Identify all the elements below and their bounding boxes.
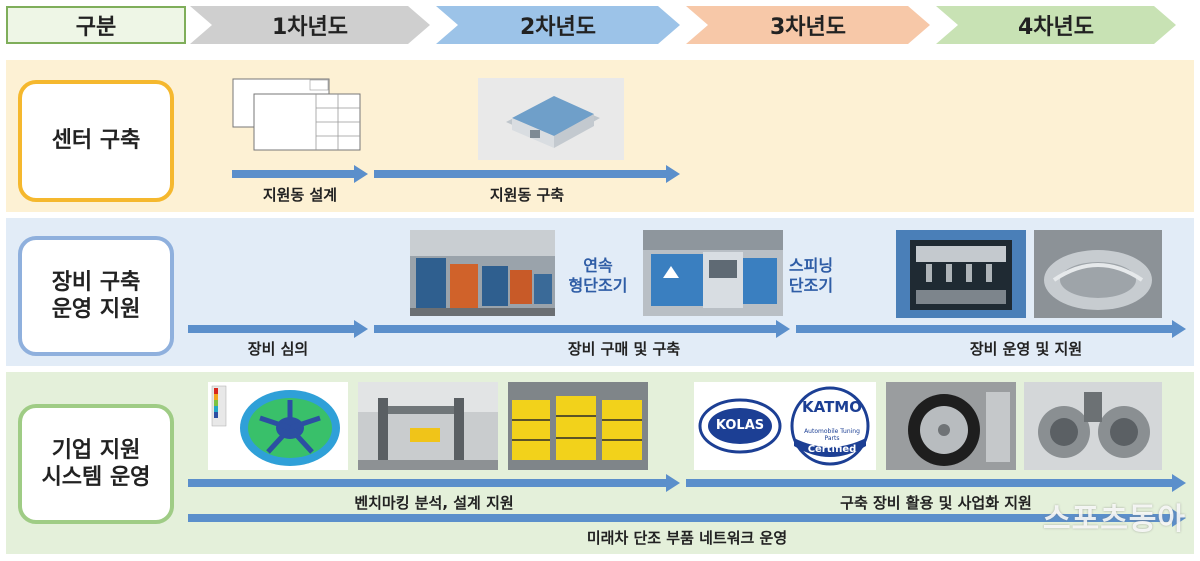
label-commercialization: 구축 장비 활용 및 사업화 지원 [840, 494, 1032, 512]
wheel-analysis-image [208, 382, 348, 470]
arrow-operation [796, 320, 1186, 338]
year-3-chevron: 3차년도 [686, 6, 930, 44]
year-1-chevron: 1차년도 [190, 6, 430, 44]
mold-image [1034, 230, 1162, 318]
label-spinning-forging: 스피닝 단조기 [788, 256, 834, 295]
watermark-text: 스포츠동아 [1043, 502, 1186, 537]
kolas-logo-text: KOLAS [715, 418, 765, 433]
label-design: 지원동 설계 [262, 186, 338, 204]
year-4-chevron: 4차년도 [936, 6, 1176, 44]
label-purchase: 장비 구매 및 구축 [567, 340, 681, 358]
certification-logos [694, 382, 876, 470]
test-rig-image [358, 382, 498, 470]
label-network: 미래차 단조 부품 네트워크 운영 [586, 529, 788, 547]
brake-test-image [1024, 382, 1162, 470]
press-image [896, 230, 1026, 318]
forging-line-image [410, 230, 555, 316]
label-review: 장비 심의 [247, 340, 309, 358]
tire-test-image [886, 382, 1016, 470]
test-cages-image [508, 382, 648, 470]
category-equipment: 장비 구축 운영 지원 [18, 236, 174, 356]
category-support: 기업 지원 시스템 운영 [18, 404, 174, 524]
arrow-commercialization [686, 474, 1186, 492]
arrow-construction [374, 165, 680, 183]
arrow-benchmark [188, 474, 680, 492]
arrow-review [188, 320, 368, 338]
label-benchmark: 벤치마킹 분석, 설계 지원 [354, 494, 514, 512]
arrow-design [232, 165, 368, 183]
category-center: 센터 구축 [18, 80, 174, 202]
arrow-network [188, 509, 1186, 527]
continuous-forging-machine-image [643, 230, 783, 316]
katmo-cert-text: Certified [807, 444, 857, 455]
floor-plan-image [232, 78, 362, 152]
label-operation: 장비 운영 및 지원 [969, 340, 1083, 358]
katmo-logo-text: KATMO [802, 398, 862, 416]
label-continuous-forging: 연속 형단조기 [568, 256, 628, 295]
katmo-sub-text: Automobile Tuning Parts [804, 428, 860, 442]
header-label: 구분 [6, 6, 186, 44]
label-construction: 지원동 구축 [489, 186, 565, 204]
year-2-chevron: 2차년도 [436, 6, 680, 44]
building-image [478, 78, 624, 160]
arrow-purchase [374, 320, 790, 338]
